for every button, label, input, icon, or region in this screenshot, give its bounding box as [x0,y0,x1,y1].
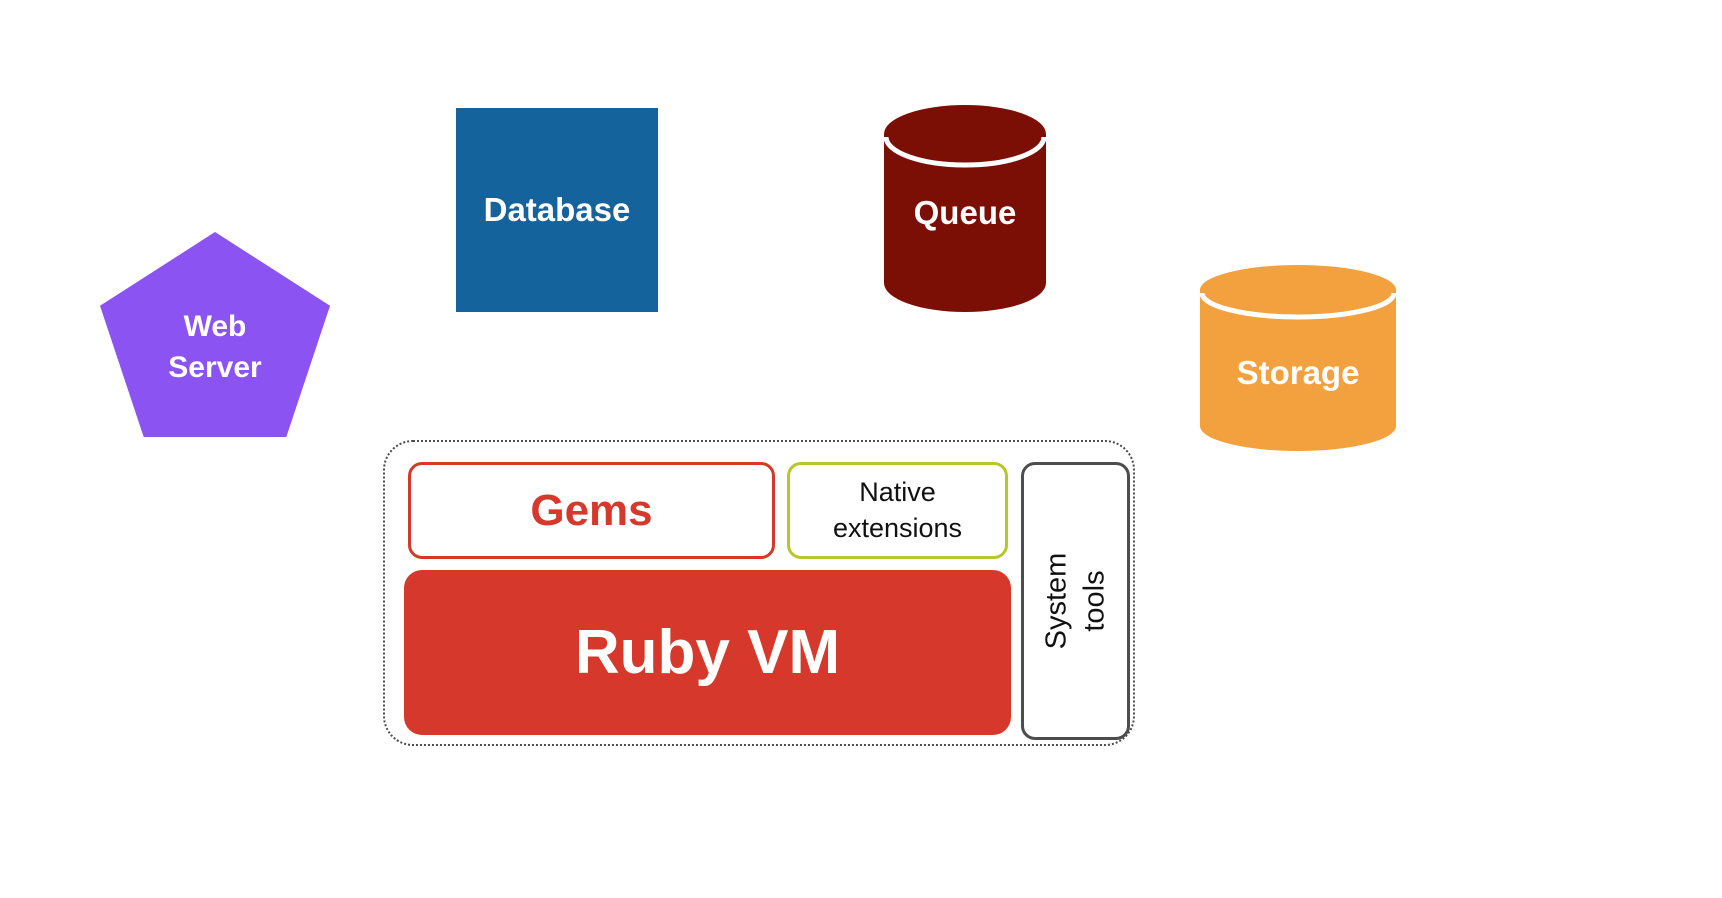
gems-label: Gems [530,485,653,535]
storage-label: Storage [1236,353,1360,391]
database-node: Database [456,108,658,312]
system-tools-node: System tools [1021,462,1130,740]
queue-label: Queue [913,193,1017,231]
ruby-runtime-group [383,440,1135,746]
database-label: Database [483,191,631,228]
web-server-node: Web Server [100,232,330,437]
queue-node: Queue [884,105,1046,312]
web-server-label: Web Server [168,310,262,384]
ruby-vm-label: Ruby VM [574,618,841,687]
native-extensions-node: Native extensions [787,462,1008,559]
gems-node: Gems [408,462,775,559]
storage-cylinder-shape [1200,265,1396,451]
ruby-vm-node: Ruby VM [404,570,1011,735]
native-extensions-label: Native extensions [832,477,963,543]
queue-cylinder-shape [884,105,1046,312]
storage-node: Storage [1200,265,1396,451]
system-tools-label: System tools [1039,552,1110,650]
